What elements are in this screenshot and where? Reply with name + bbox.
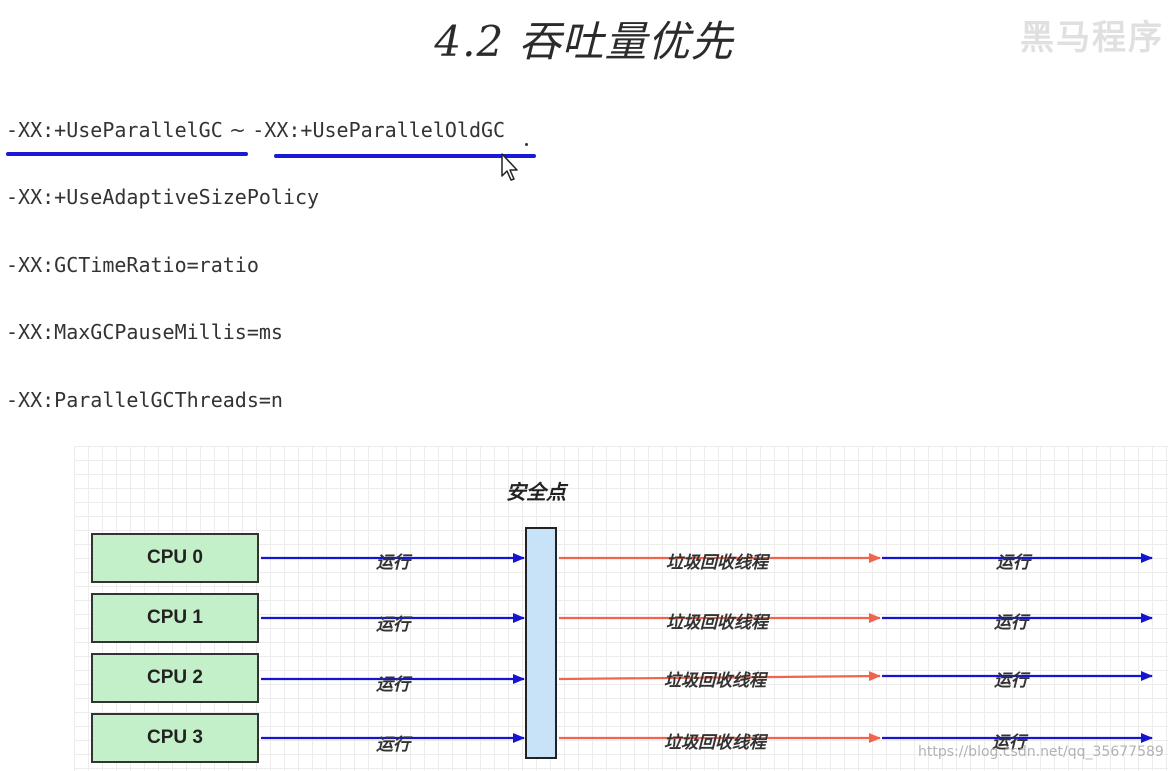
gc-time-ratio-flag: -XX:GCTimeRatio=ratio xyxy=(6,253,259,277)
watermark-logo: 黑马程序 xyxy=(1020,18,1164,58)
mouse-pointer-icon xyxy=(501,153,518,181)
cpu-1-box: CPU 1 xyxy=(91,593,259,643)
safepoint-label: 安全点 xyxy=(506,480,566,504)
cpu-2-run-label: 运行 xyxy=(376,675,410,695)
safepoint-bar xyxy=(525,527,557,759)
parallel-old-gc-flag: -XX:+UseParallelOldGC xyxy=(252,118,506,142)
diagram-arrows xyxy=(261,553,1153,743)
cpu-3-run-label: 运行 xyxy=(376,735,410,755)
max-gc-pause-flag: -XX:MaxGCPauseMillis=ms xyxy=(6,320,283,344)
underline-parallel-gc xyxy=(6,152,248,156)
cpu-2-after-label: 运行 xyxy=(994,671,1028,691)
code-line-1: -XX:+UseParallelGC ~ -XX:+UseParallelOld… xyxy=(6,118,505,142)
adaptive-size-policy-flag: -XX:+UseAdaptiveSizePolicy xyxy=(6,185,320,209)
parallel-gc-flag: -XX:+UseParallelGC xyxy=(6,118,223,142)
cpu-3-after-label: 运行 xyxy=(992,733,1026,753)
page-title: 4.2 吞吐量优先 xyxy=(434,17,734,66)
annotation-dot xyxy=(525,143,528,146)
cpu-0-run-label: 运行 xyxy=(376,553,410,573)
cpu-3-gc-label: 垃圾回收线程 xyxy=(664,733,766,753)
source-watermark: https://blog.csdn.net/qq_35677589 xyxy=(918,744,1164,760)
cpu-1-gc-label: 垃圾回收线程 xyxy=(666,613,768,633)
cpu-2-gc-arrow xyxy=(558,671,881,682)
safepoint-diagram: 安全点 CPU 0 CPU 1 CPU 2 CPU 3 运行 运行 运行 运行 … xyxy=(74,446,1168,771)
cpu-3-box: CPU 3 xyxy=(91,713,259,763)
cpu-2-gc-label: 垃圾回收线程 xyxy=(664,671,766,691)
parallel-gc-threads-flag: -XX:ParallelGCThreads=n xyxy=(6,388,283,412)
underline-parallel-old-gc xyxy=(274,154,536,158)
cpu-2-box: CPU 2 xyxy=(91,653,259,703)
flag-separator: ~ xyxy=(222,118,253,142)
cpu-1-run-label: 运行 xyxy=(376,615,410,635)
cpu-0-gc-label: 垃圾回收线程 xyxy=(666,553,768,573)
cpu-0-after-label: 运行 xyxy=(996,553,1030,573)
cpu-0-box: CPU 0 xyxy=(91,533,259,583)
cpu-1-after-label: 运行 xyxy=(994,613,1028,633)
